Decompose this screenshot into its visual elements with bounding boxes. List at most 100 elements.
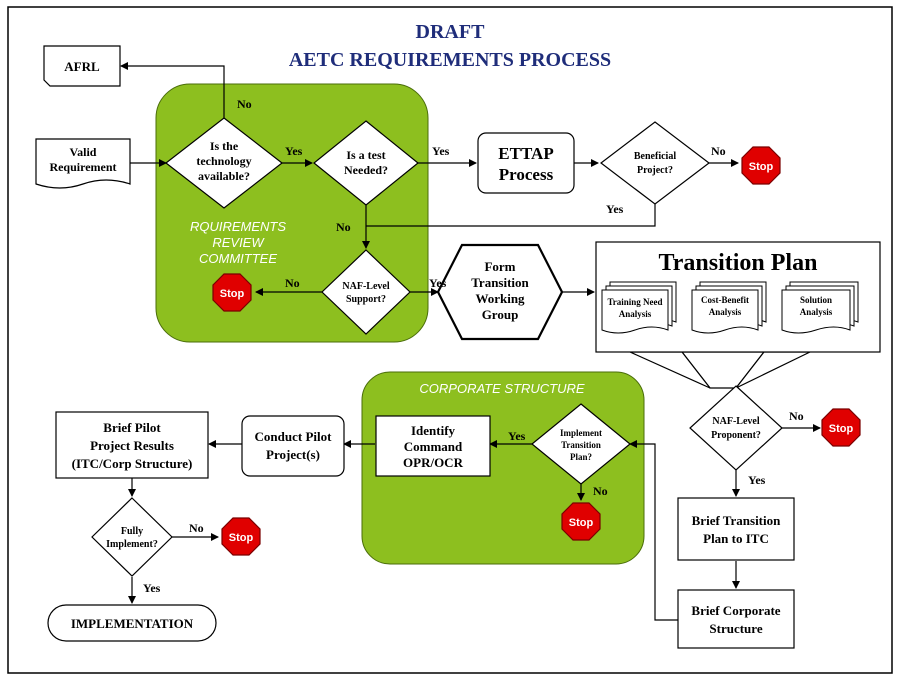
title-line2: AETC REQUIREMENTS PROCESS — [289, 49, 611, 71]
training-need-line1: Training Need — [607, 297, 662, 307]
edge-label-proponent-yes: Yes — [748, 473, 766, 487]
form-twg-line3: Working — [475, 291, 525, 306]
test-needed-line2: Needed? — [344, 163, 388, 177]
solution-line2: Analysis — [800, 307, 833, 317]
edge-label-fully-no: No — [189, 521, 204, 535]
edge-label-tech-no: No — [237, 97, 252, 111]
form-twg-line1: Form — [484, 259, 515, 274]
naf-support-decision: NAF-Level Support? — [321, 249, 411, 335]
form-twg-node: Form Transition Working Group — [436, 243, 564, 341]
valid-requirement-node: Valid Requirement — [35, 138, 131, 189]
stop-label-5: Stop — [229, 532, 254, 544]
brief-pilot-line1: Brief Pilot — [103, 420, 161, 435]
stop-label-1: Stop — [749, 161, 774, 173]
edge-label-fully-yes: Yes — [143, 581, 161, 595]
brief-corp-line1: Brief Corporate — [691, 603, 780, 618]
beneficial-line2: Project? — [637, 165, 673, 176]
naf-support-line1: NAF-Level — [342, 281, 389, 292]
stop-label-2: Stop — [220, 288, 245, 300]
rrc-label-line1: RQUIREMENTS — [190, 219, 286, 234]
fully-implement-line1: Fully — [121, 526, 143, 537]
fully-implement-decision: Fully Implement? — [91, 497, 173, 577]
rrc-label-line3: COMMITTEE — [199, 251, 277, 266]
solution-line1: Solution — [800, 295, 832, 305]
tech-available-decision: Is the technology available? — [165, 117, 283, 209]
stop-sign-naf-proponent: Stop — [821, 408, 861, 447]
outer-frame — [7, 6, 893, 674]
edge-label-tech-yes: Yes — [285, 144, 303, 158]
solution-doc: Solution Analysis — [781, 281, 859, 334]
brief-pilot-node: Brief Pilot Project Results (ITC/Corp St… — [55, 411, 209, 479]
naf-proponent-decision: NAF-Level Proponent? — [689, 385, 783, 471]
identify-command-line3: OPR/OCR — [403, 455, 464, 470]
edge-label-naf-support-no: No — [285, 276, 300, 290]
connectors — [120, 62, 821, 621]
implementation-label: IMPLEMENTATION — [71, 616, 194, 631]
brief-tp-itc-node: Brief Transition Plan to ITC — [677, 497, 795, 561]
test-needed-decision: Is a test Needed? — [313, 120, 419, 206]
test-needed-line1: Is a test — [346, 148, 385, 162]
edge-label-test-yes: Yes — [432, 144, 450, 158]
transition-plan-node: Transition Plan Training Need Analysis C… — [595, 241, 881, 353]
beneficial-decision: Beneficial Project? — [600, 121, 710, 205]
ettap-line1: ETTAP — [498, 144, 553, 163]
implement-tp-line2: Transition — [561, 440, 601, 450]
tech-available-line1: Is the — [210, 139, 239, 153]
identify-command-line2: Command — [404, 439, 463, 454]
form-twg-line2: Transition — [471, 275, 529, 290]
cost-benefit-doc: Cost-Benefit Analysis — [691, 281, 767, 334]
stop-sign-naf-support: Stop — [212, 273, 252, 312]
stop-label-3: Stop — [829, 423, 854, 435]
implement-tp-line3: Plan? — [570, 452, 592, 462]
rrc-label-line2: REVIEW — [212, 235, 265, 250]
training-need-doc: Training Need Analysis — [601, 281, 677, 334]
beneficial-line1: Beneficial — [634, 151, 676, 162]
transition-plan-title: Transition Plan — [659, 250, 818, 276]
implement-tp-line1: Implement — [560, 428, 602, 438]
training-need-line2: Analysis — [619, 309, 652, 319]
fully-implement-line2: Implement? — [106, 539, 158, 550]
title-line1: DRAFT — [416, 21, 486, 43]
edge-label-proponent-no: No — [789, 409, 804, 423]
valid-requirement-line2: Requirement — [49, 160, 116, 174]
brief-tp-itc-line2: Plan to ITC — [703, 531, 769, 546]
conduct-pilot-line1: Conduct Pilot — [255, 429, 333, 444]
brief-pilot-line3: (ITC/Corp Structure) — [72, 456, 193, 471]
stop-sign-implement: Stop — [561, 502, 601, 541]
identify-command-node: Identify Command OPR/OCR — [375, 415, 491, 477]
tech-available-line2: technology — [196, 154, 251, 168]
conduct-pilot-node: Conduct Pilot Project(s) — [241, 415, 345, 477]
implement-tp-decision: Implement Transition Plan? — [531, 403, 631, 485]
naf-proponent-line2: Proponent? — [711, 430, 761, 441]
edge-label-naf-support-yes: Yes — [429, 276, 447, 290]
ettap-node: ETTAP Process — [477, 132, 575, 194]
implementation-node: IMPLEMENTATION — [47, 604, 217, 642]
brief-tp-itc-line1: Brief Transition — [692, 513, 781, 528]
cost-benefit-line1: Cost-Benefit — [701, 295, 749, 305]
brief-pilot-line2: Project Results — [90, 438, 174, 453]
edge-label-beneficial-yes: Yes — [606, 202, 624, 216]
tech-available-line3: available? — [198, 169, 250, 183]
stop-sign-beneficial: Stop — [741, 146, 781, 185]
edge-label-beneficial-no: No — [711, 144, 726, 158]
cost-benefit-line2: Analysis — [709, 307, 742, 317]
identify-command-line1: Identify — [411, 423, 456, 438]
afrl-node: AFRL — [43, 45, 121, 87]
afrl-label: AFRL — [64, 59, 100, 74]
corporate-structure-label: CORPORATE STRUCTURE — [419, 381, 584, 396]
ettap-line2: Process — [499, 165, 554, 184]
edge-label-implement-yes: Yes — [508, 429, 526, 443]
valid-requirement-line1: Valid — [70, 145, 97, 159]
form-twg-line4: Group — [482, 307, 519, 322]
stop-label-4: Stop — [569, 517, 594, 529]
conduct-pilot-line2: Project(s) — [266, 447, 320, 462]
stop-sign-fully-implement: Stop — [221, 517, 261, 556]
brief-corp-line2: Structure — [709, 621, 762, 636]
naf-proponent-line1: NAF-Level — [712, 416, 759, 427]
naf-support-line2: Support? — [346, 294, 386, 305]
brief-corp-node: Brief Corporate Structure — [677, 589, 795, 649]
edge-label-test-no: No — [336, 220, 351, 234]
edge-label-implement-no: No — [593, 484, 608, 498]
